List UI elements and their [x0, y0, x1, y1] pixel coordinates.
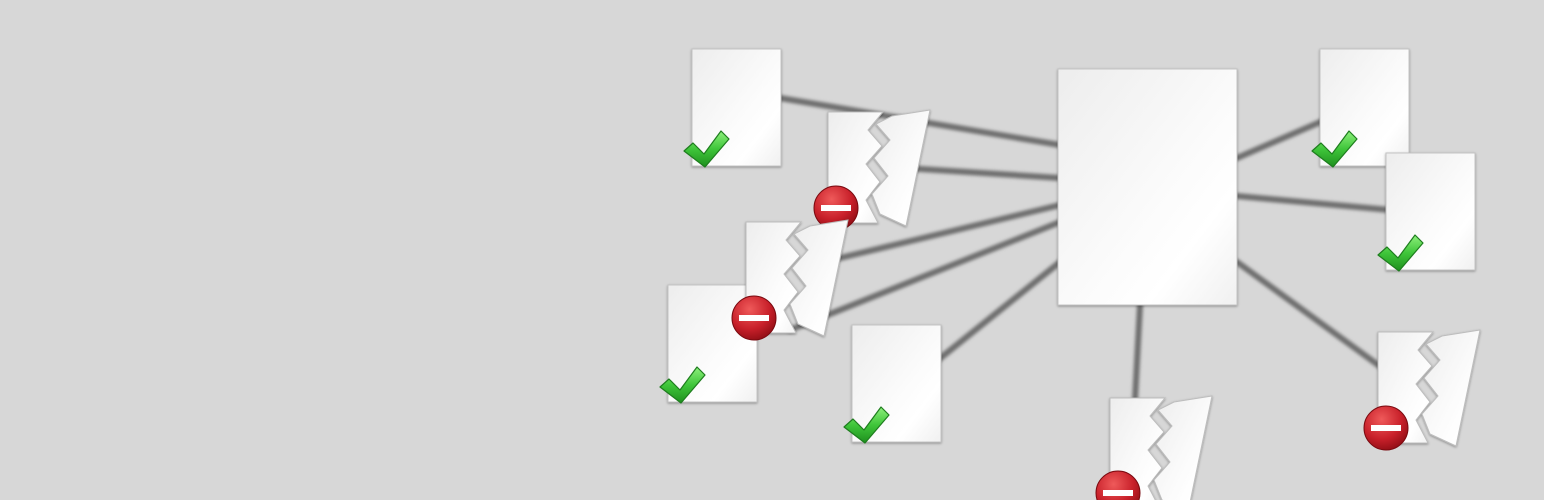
broken-document-right — [871, 109, 931, 227]
check-icon — [1377, 234, 1424, 272]
broken-document-right — [1421, 329, 1481, 447]
document-icon — [1319, 48, 1410, 167]
link-line — [837, 202, 1063, 261]
document-icon — [691, 48, 782, 167]
link-line — [1234, 259, 1388, 373]
minus-circle-icon — [813, 185, 859, 231]
link-line — [935, 259, 1063, 363]
document-broken-2 — [731, 219, 849, 341]
check-icon — [843, 406, 890, 444]
link-line — [787, 219, 1063, 333]
document-icon — [1057, 68, 1238, 306]
document-ok-1 — [683, 48, 782, 168]
document-icon — [1385, 152, 1476, 271]
link-line — [1234, 117, 1328, 161]
document-ok-4 — [1311, 48, 1410, 168]
document-broken-1 — [813, 109, 931, 231]
check-icon — [1311, 130, 1358, 168]
check-icon — [659, 366, 706, 404]
minus-circle-icon — [1095, 470, 1141, 500]
hub-document — [1057, 68, 1238, 306]
link-line — [1132, 302, 1143, 403]
document-icon — [851, 324, 942, 443]
link-lines — [777, 95, 1393, 403]
document-broken-3 — [1095, 395, 1213, 500]
document-ok-3 — [843, 324, 942, 444]
broken-document-right — [789, 219, 849, 337]
document-broken-4 — [1363, 329, 1481, 451]
link-line — [902, 165, 1063, 181]
minus-circle-icon — [731, 295, 777, 341]
document-ok-5 — [1377, 152, 1476, 272]
check-icon — [683, 130, 730, 168]
minus-circle-icon — [1363, 405, 1409, 451]
link-line — [1234, 193, 1393, 213]
broken-document-right — [1153, 395, 1213, 500]
